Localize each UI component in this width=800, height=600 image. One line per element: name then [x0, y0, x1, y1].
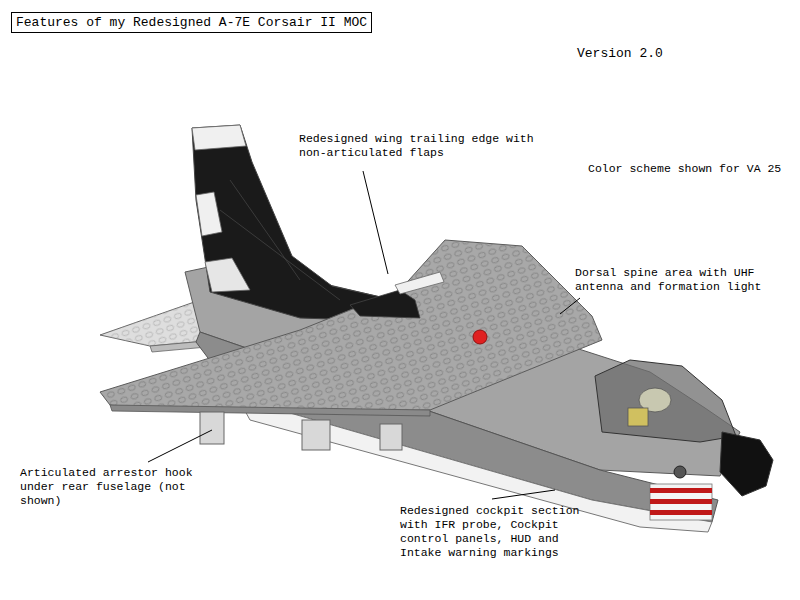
callout-note: Redesigned wing trailing edge with non-a…	[299, 132, 541, 160]
leader-line	[148, 430, 212, 462]
callout-note: Redesigned cockpit section with IFR prob…	[400, 504, 586, 560]
leader-line	[560, 298, 580, 314]
callout-note: Articulated arrestor hook under rear fus…	[20, 466, 199, 508]
leader-line	[492, 490, 555, 499]
title-box: Features of my Redesigned A-7E Corsair I…	[11, 12, 372, 33]
callout-note: Version 2.0	[577, 47, 663, 61]
callout-note: Color scheme shown for VA 25	[588, 162, 781, 176]
leader-line	[363, 171, 388, 274]
callout-note: Dorsal spine area with UHF antenna and f…	[575, 266, 761, 294]
